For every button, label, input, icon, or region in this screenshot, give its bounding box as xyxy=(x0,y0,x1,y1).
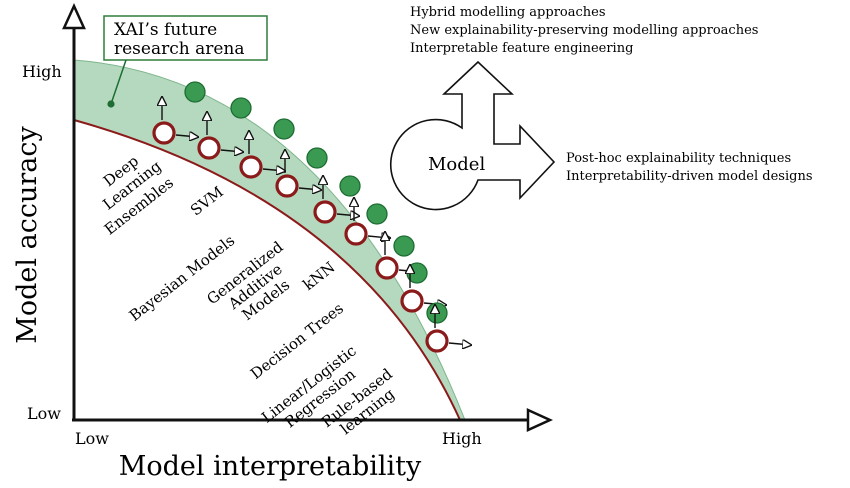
callout-line-2: research arena xyxy=(114,39,245,59)
right-arrow-deep-learning xyxy=(175,135,198,137)
model-label-line: SVM xyxy=(187,183,227,220)
model-node-ensembles xyxy=(197,136,221,160)
x-axis-arrowhead xyxy=(526,408,554,432)
callout-pointer-dot xyxy=(107,100,115,108)
green-dot-deep-learning xyxy=(184,81,206,103)
right-arrow-generalized-additive-models xyxy=(336,214,359,216)
y-high-label: High xyxy=(22,62,62,81)
accuracy-interpretability-curve xyxy=(73,119,461,421)
green-dot-knn xyxy=(366,203,388,225)
green-dot-decision-trees xyxy=(393,235,415,257)
axes xyxy=(62,2,554,432)
model-arrow-group: Model Hybrid modelling approaches New ex… xyxy=(389,5,813,211)
green-dot-svm xyxy=(273,118,295,140)
model-node-svm xyxy=(239,155,263,179)
right-arrow-bayesian-models xyxy=(298,188,321,190)
callout-line-1: XAI’s future xyxy=(114,20,217,40)
right-item-0: Post-hoc explainability techniques xyxy=(566,151,791,166)
up-item-1: New explainability-preserving modelling … xyxy=(410,23,758,38)
y-low-label: Low xyxy=(27,404,61,423)
green-dot-generalized-additive-models xyxy=(339,175,361,197)
right-item-1: Interpretability-driven model designs xyxy=(566,169,813,184)
model-label-line: kNN xyxy=(299,258,338,294)
model-node-bayesian-models xyxy=(275,174,299,198)
right-arrow-rule-based-learning xyxy=(448,343,471,345)
model-node-generalized-additive-models xyxy=(313,200,337,224)
x-low-label: Low xyxy=(75,429,109,448)
model-node-knn xyxy=(344,222,368,246)
model-node-deep-learning xyxy=(152,121,176,145)
model-center-label: Model xyxy=(428,154,485,175)
model-label-knn: kNN xyxy=(299,258,338,294)
x-axis-title: Model interpretability xyxy=(119,451,422,482)
x-high-label: High xyxy=(442,429,482,448)
right-arrow-svm xyxy=(262,169,285,171)
y-axis-title: Model accuracy xyxy=(12,126,43,344)
green-dot-rule-based-learning xyxy=(426,302,448,324)
model-node-decision-trees xyxy=(375,256,399,280)
callout: XAI’s future research arena xyxy=(103,15,268,108)
right-arrow-knn xyxy=(367,236,390,238)
model-label-line: Bayesian Models xyxy=(126,231,238,324)
model-node-rule-based-learning xyxy=(425,329,449,353)
model-label-svm: SVM xyxy=(187,183,227,220)
y-axis-arrowhead xyxy=(62,2,86,30)
right-arrow-ensembles xyxy=(220,150,243,152)
model-node-linear-logistic-regression xyxy=(400,289,424,313)
green-dot-ensembles xyxy=(230,97,252,119)
model-arrow-shape xyxy=(389,60,556,211)
model-label-bayesian-models: Bayesian Models xyxy=(126,231,238,324)
up-item-2: Interpretable feature engineering xyxy=(410,41,633,56)
green-dot-bayesian-models xyxy=(306,147,328,169)
callout-box xyxy=(103,15,268,61)
callout-pointer xyxy=(110,59,127,105)
up-item-0: Hybrid modelling approaches xyxy=(410,5,606,20)
